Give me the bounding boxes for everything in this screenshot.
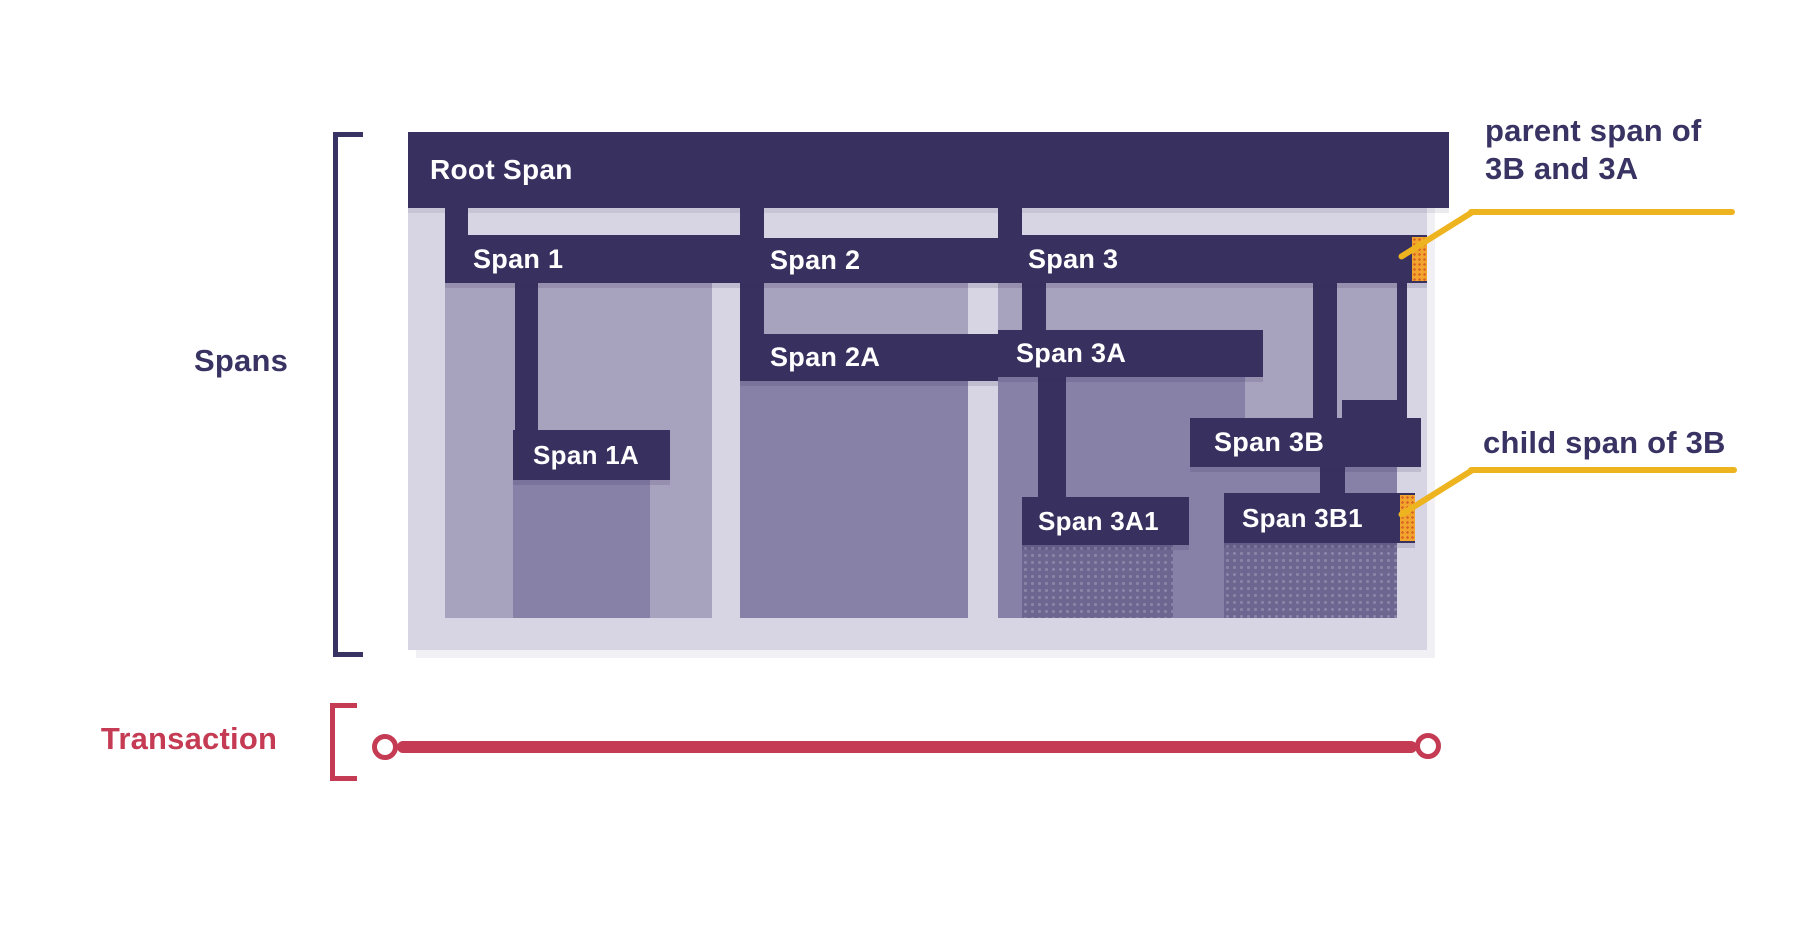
parent-annotation-text: parent span of 3B and 3A — [1485, 112, 1701, 188]
transaction-start-circle — [372, 734, 398, 760]
span2a-label: Span 2A — [770, 342, 881, 372]
span3b-to-span3b1-connector — [1320, 467, 1345, 495]
span2a-bar: Span 2A — [740, 334, 998, 381]
span3a1-bar: Span 3A1 — [1022, 497, 1189, 545]
span3b1-bar: Span 3B1 — [1224, 493, 1415, 543]
span3a-bar: Span 3A — [998, 330, 1263, 377]
root-to-span1-connector — [445, 208, 468, 237]
transaction-duration-line — [397, 741, 1417, 753]
span1-label: Span 1 — [473, 243, 564, 274]
span3-end-to-span3b-elbow-horizontal — [1342, 400, 1407, 420]
span3a1-label: Span 3A1 — [1038, 505, 1159, 536]
parent-annotation-line1: parent span of — [1485, 113, 1702, 148]
root-span-label: Root Span — [430, 154, 573, 185]
span3b1-label: Span 3B1 — [1242, 502, 1363, 533]
transaction-end-circle — [1415, 733, 1441, 759]
span2-label: Span 2 — [770, 245, 861, 275]
span3b-bar: Span 3B — [1190, 418, 1421, 467]
span3-label: Span 3 — [1028, 243, 1119, 274]
span2a-duration-region — [740, 381, 968, 618]
span3b-label: Span 3B — [1214, 427, 1325, 457]
span1-to-span1a-connector — [515, 283, 538, 432]
parent-annotation-line — [1468, 209, 1735, 215]
child-annotation-line — [1468, 467, 1737, 473]
spans-label: Spans — [193, 343, 289, 378]
span3a-label: Span 3A — [1016, 338, 1127, 368]
span3a1-duration-region — [1022, 545, 1173, 618]
span1a-label: Span 1A — [533, 439, 640, 470]
span1-bar: Span 1 — [445, 235, 740, 283]
transaction-bracket — [330, 703, 357, 781]
transaction-label: Transaction — [100, 721, 278, 756]
root-span-bar: Root Span — [408, 132, 1449, 208]
span3-to-span3b-connector — [1313, 283, 1337, 420]
spans-bracket — [333, 132, 363, 657]
span2-bar: Span 2 — [740, 238, 998, 283]
root-to-span3-connector — [998, 208, 1022, 237]
span3-bar: Span 3 — [998, 235, 1427, 283]
span1a-duration-region — [513, 480, 650, 618]
span3-to-span3a-connector — [1022, 283, 1046, 332]
span3a-to-span3a1-connector — [1038, 377, 1066, 499]
span3-end-to-span3b-elbow-vertical — [1397, 278, 1407, 420]
span3b1-end-marker — [1400, 495, 1415, 541]
parent-annotation-line2: 3B and 3A — [1485, 151, 1639, 186]
span1a-bar: Span 1A — [513, 430, 670, 480]
span3b1-duration-region — [1224, 543, 1397, 618]
child-annotation-text: child span of 3B — [1483, 425, 1726, 460]
